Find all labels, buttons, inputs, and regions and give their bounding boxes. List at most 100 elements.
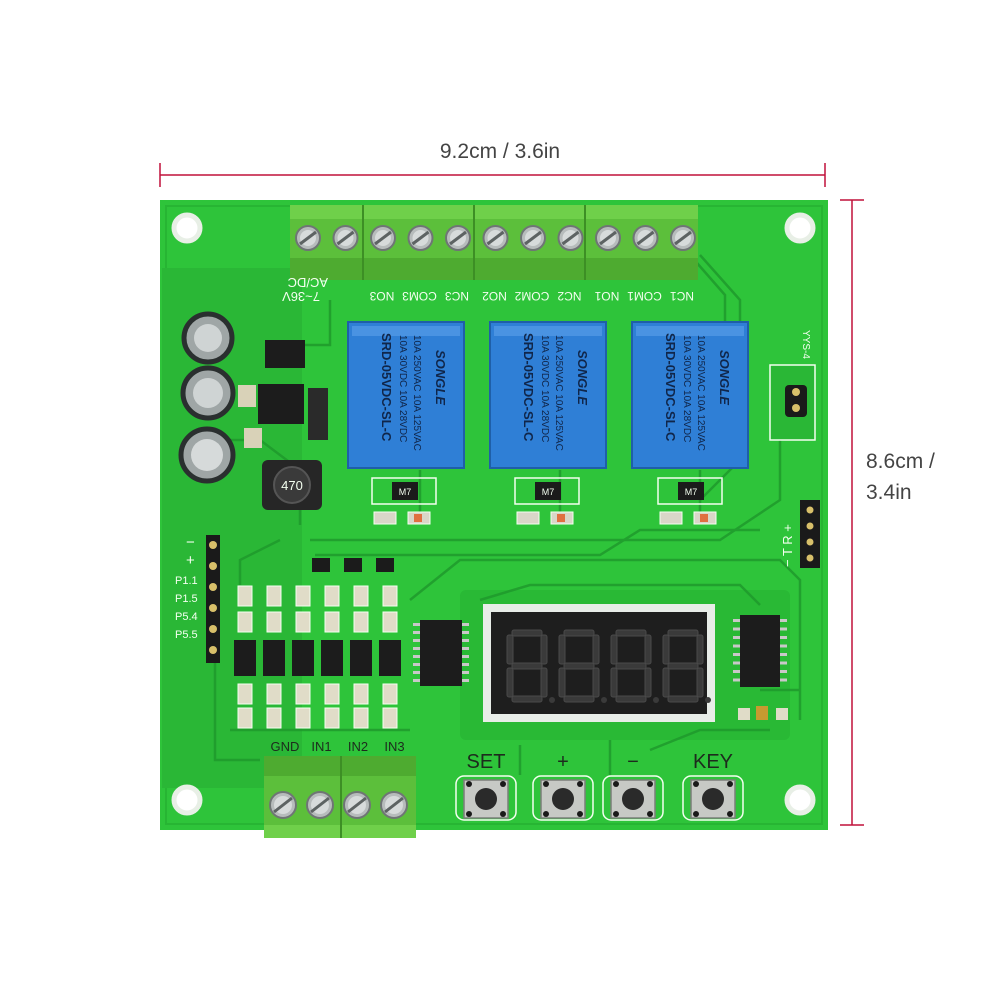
terminal-screw[interactable] <box>370 225 396 251</box>
output-terminal-label: COM2 <box>514 289 549 303</box>
output-terminal-label: NO2 <box>482 289 507 303</box>
relay-rating: 10A 30VDC 10A 28VDC <box>681 335 692 442</box>
port-label: P1.1 <box>175 575 198 587</box>
input-optocoupler-column <box>321 585 343 729</box>
input-terminal-label: IN3 <box>384 739 404 754</box>
output-terminal-label: COM3 <box>402 289 437 303</box>
header-pin[interactable] <box>209 604 217 612</box>
header-pin[interactable] <box>209 541 217 549</box>
width-dimension-label: 9.2cm / 3.6in <box>439 140 561 163</box>
status-led <box>738 706 788 720</box>
relay-brand: SONGLE <box>575 350 590 405</box>
power-type-label: AC/DC <box>288 275 328 290</box>
terminal-screw[interactable] <box>632 225 659 251</box>
relay-rating: 10A 250VAC 10A 125VAC <box>553 335 564 451</box>
input-optocoupler-column <box>350 585 372 729</box>
set-button[interactable] <box>455 775 517 821</box>
relay-rating: 10A 30VDC 10A 28VDC <box>397 335 408 442</box>
key-label: KEY <box>693 751 733 773</box>
terminal-screw[interactable] <box>380 791 408 819</box>
terminal-screw[interactable] <box>269 791 297 819</box>
output-terminal-label: NO3 <box>369 289 394 303</box>
relay-brand: SONGLE <box>433 350 448 405</box>
header-pin[interactable] <box>209 625 217 633</box>
terminal-screw[interactable] <box>306 791 334 819</box>
model-label: YYS-4 <box>800 330 811 359</box>
plus-button[interactable] <box>532 775 594 821</box>
header-pin[interactable] <box>209 562 217 570</box>
output-terminal-label: NO1 <box>594 289 619 303</box>
display-digit <box>610 629 659 703</box>
input-optocoupler-column <box>234 585 256 729</box>
terminal-screw[interactable] <box>332 225 359 251</box>
port-sign-label: + <box>186 552 195 569</box>
height-dimension-label: 8.6cm / 3.4in <box>866 450 935 504</box>
transistor-mark: M7 <box>542 487 555 497</box>
terminal-screw[interactable] <box>343 791 371 819</box>
terminal-screw[interactable] <box>407 225 434 251</box>
serial-pin-label: − T R + <box>780 524 795 567</box>
terminal-screw[interactable] <box>595 225 621 251</box>
inductor-label: 470 <box>281 478 303 493</box>
port-sign-label: − <box>186 534 195 551</box>
port-header <box>206 535 220 663</box>
port-label: P5.4 <box>175 611 198 623</box>
display-digit <box>506 629 555 703</box>
port-label: P5.5 <box>175 629 198 641</box>
transistor-mark: M7 <box>685 487 698 497</box>
terminal-screw[interactable] <box>520 225 546 251</box>
height-dimension-line <box>840 199 864 826</box>
display-digit <box>662 629 711 703</box>
set-label: SET <box>467 751 506 773</box>
key-button[interactable] <box>682 775 744 821</box>
terminal-screw[interactable] <box>295 225 321 251</box>
output-terminal-label: COM1 <box>627 289 662 303</box>
width-dimension-line <box>159 163 826 187</box>
relay-driver: M7 <box>371 477 437 525</box>
relay-driver: M7 <box>514 477 580 525</box>
electrolytic-capacitors <box>178 311 236 484</box>
input-terminal-label: IN2 <box>348 739 368 754</box>
relay-model: SRD-05VDC-SL-C <box>521 333 536 442</box>
input-terminal-label: GND <box>271 739 300 754</box>
relay-rating: 10A 250VAC 10A 125VAC <box>411 335 422 451</box>
display-digit <box>558 629 607 703</box>
power-regulator-chips <box>238 340 328 448</box>
serial-connector <box>769 364 820 568</box>
transistor-mark: M7 <box>399 487 412 497</box>
input-optocoupler-column <box>379 585 401 729</box>
header-pin[interactable] <box>209 583 217 591</box>
output-terminal-label: NC2 <box>557 289 581 303</box>
relay-rating: 10A 250VAC 10A 125VAC <box>695 335 706 451</box>
relay-model: SRD-05VDC-SL-C <box>379 333 394 442</box>
output-terminal-label: NC3 <box>445 289 469 303</box>
relay-rating: 10A 30VDC 10A 28VDC <box>539 335 550 442</box>
minus-button[interactable] <box>602 775 664 821</box>
minus-label: − <box>627 751 639 773</box>
terminal-screw[interactable] <box>557 225 584 251</box>
transistors <box>312 558 394 572</box>
port-label: P1.5 <box>175 593 198 605</box>
power-input-label: 7~36V <box>282 289 320 304</box>
inductor: 470 <box>262 460 322 510</box>
terminal-screw[interactable] <box>670 225 696 251</box>
output-terminal-label: NC1 <box>670 289 694 303</box>
plus-label: + <box>557 751 569 773</box>
input-optocoupler-column <box>263 585 285 729</box>
header-pin[interactable] <box>209 646 217 654</box>
terminal-screw[interactable] <box>445 225 471 251</box>
driver-ic-left <box>420 620 462 686</box>
relay-model: SRD-05VDC-SL-C <box>663 333 678 442</box>
output-terminal-screws <box>295 225 696 251</box>
terminal-screw[interactable] <box>482 225 509 251</box>
seven-segment-display <box>483 604 715 722</box>
relay-brand: SONGLE <box>717 350 732 405</box>
relay-driver: M7 <box>657 477 723 525</box>
driver-ic-right <box>740 615 780 687</box>
input-terminal-label: IN1 <box>311 739 331 754</box>
mounting-holes <box>171 212 816 816</box>
